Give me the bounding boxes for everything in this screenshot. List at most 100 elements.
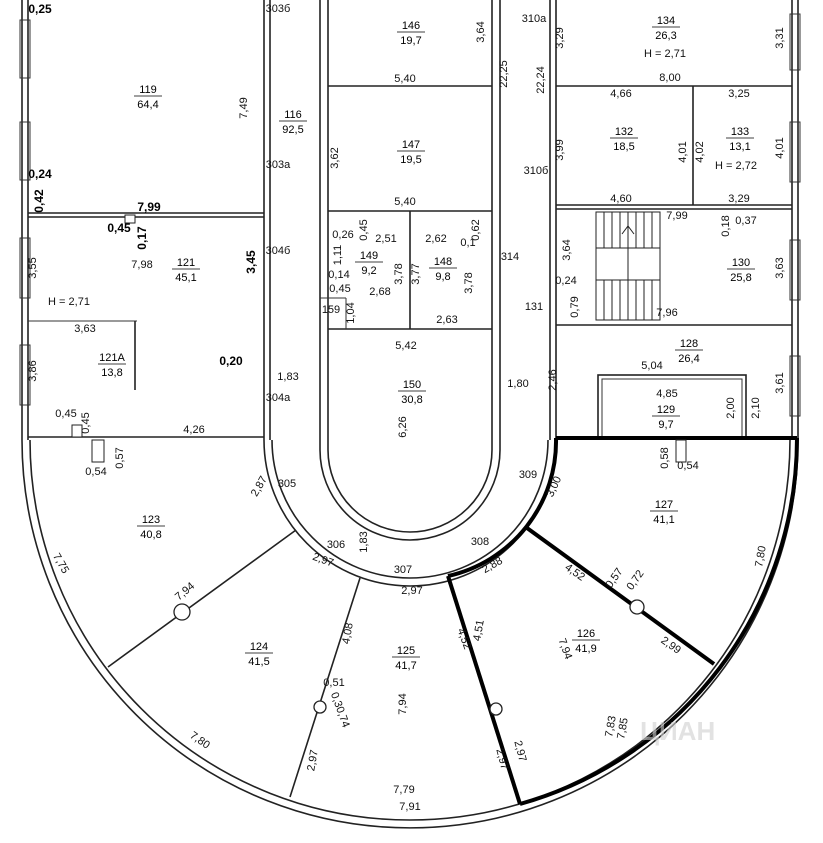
dimension-label: 7,98	[131, 259, 152, 271]
dimension-label: 7,80	[188, 729, 212, 751]
dimension-label: 2,97	[401, 585, 422, 597]
room-area: 41,1	[653, 514, 674, 526]
room-area: 30,8	[401, 394, 422, 406]
dimension-label: 7,85	[615, 717, 631, 740]
room-number: 123	[142, 514, 160, 526]
room-132[interactable]: 132 18,5	[610, 126, 638, 153]
dimension-label: 7,83	[603, 715, 619, 738]
room-number: 149	[360, 250, 378, 262]
dimension-label: 7,94	[397, 693, 409, 714]
dimension-label: 3,62	[329, 147, 341, 168]
room-area: 64,4	[137, 99, 158, 111]
room-number: 130	[732, 257, 750, 269]
dimension-label: 1,11	[332, 245, 344, 266]
dimension-label: Н = 2,71	[644, 48, 686, 60]
dimension-label: 303б	[266, 3, 291, 15]
room-number: 147	[402, 139, 420, 151]
dimension-label: 2,87	[249, 474, 270, 499]
dimension-label: 7,96	[656, 307, 677, 319]
room-area: 13,1	[729, 141, 750, 153]
dimension-label: 306	[327, 539, 345, 551]
room-area: 26,4	[678, 353, 699, 365]
room-number: 134	[657, 15, 675, 27]
highlight-boundary	[446, 436, 799, 806]
dimension-label: 307	[394, 564, 412, 576]
watermark: ЦИАН	[640, 716, 715, 746]
dimension-label: 4,66	[610, 88, 631, 100]
dimension-label: 6,26	[397, 416, 409, 437]
dimension-label: 303а	[266, 159, 291, 171]
staircase	[595, 211, 661, 321]
room-number: 116	[284, 109, 302, 121]
dimension-label: 310а	[522, 13, 547, 25]
room-number: 124	[250, 641, 268, 653]
pillar-marker	[124, 214, 136, 224]
room-119[interactable]: 119 64,4	[134, 84, 162, 111]
dimension-label: 0,14	[328, 269, 349, 281]
room-area: 18,5	[613, 141, 634, 153]
room-number: 121A	[99, 352, 125, 364]
dimension-label: 2,10	[750, 397, 762, 418]
room-123[interactable]: 123 40,8	[137, 514, 165, 541]
dimension-label: 4,60	[610, 193, 631, 205]
dimension-label: 0,37	[735, 215, 756, 227]
dimension-label: 7,99	[666, 210, 687, 222]
dimension-label: 0,57	[114, 447, 126, 468]
bold-dimension-label: 0,25	[28, 2, 52, 16]
dimension-label: 0,26	[332, 229, 353, 241]
room-area: 92,5	[282, 124, 303, 136]
room-area: 45,1	[175, 272, 196, 284]
room-121A[interactable]: 121A 13,8	[98, 352, 126, 379]
dimension-label: 1,83	[358, 531, 370, 552]
dimension-label: 7,49	[238, 97, 250, 118]
room-number: 128	[680, 338, 698, 350]
dimension-label: 2,63	[436, 314, 457, 326]
room-number: 125	[397, 645, 415, 657]
dimension-label: 4,01	[774, 137, 786, 158]
room-area: 40,8	[140, 529, 161, 541]
dimension-label: 3,63	[774, 257, 786, 278]
room-number: 148	[434, 256, 452, 268]
room-area: 9,8	[435, 271, 450, 283]
dimension-label: 310б	[524, 165, 549, 177]
room-116[interactable]: 116 92,5	[279, 109, 307, 136]
room-number: 132	[615, 126, 633, 138]
room-number: 129	[657, 404, 675, 416]
column-marker	[173, 603, 191, 621]
dimension-label: 22,24	[535, 66, 547, 94]
bold-dimension-label: 0,17	[135, 226, 149, 250]
room-area: 9,2	[361, 265, 376, 277]
dimension-label: 1,04	[345, 302, 357, 323]
dimension-label: 8,00	[659, 72, 680, 84]
pillar-marker	[91, 439, 105, 463]
column-marker	[489, 702, 503, 716]
dimension-label: 2,68	[369, 286, 390, 298]
pillar-marker	[675, 439, 687, 463]
room-number: 119	[139, 84, 157, 96]
columns	[71, 214, 687, 716]
bold-dimension-label: 0,20	[219, 354, 243, 368]
dimension-label: 0,45	[329, 283, 350, 295]
room-128[interactable]: 128 26,4	[675, 338, 703, 365]
room-area: 13,8	[101, 367, 122, 379]
pillar-marker	[71, 424, 83, 438]
dimension-label: 3,77	[410, 263, 422, 284]
dimension-label: 0,51	[323, 677, 344, 689]
dimension-label: 4,85	[656, 388, 677, 400]
